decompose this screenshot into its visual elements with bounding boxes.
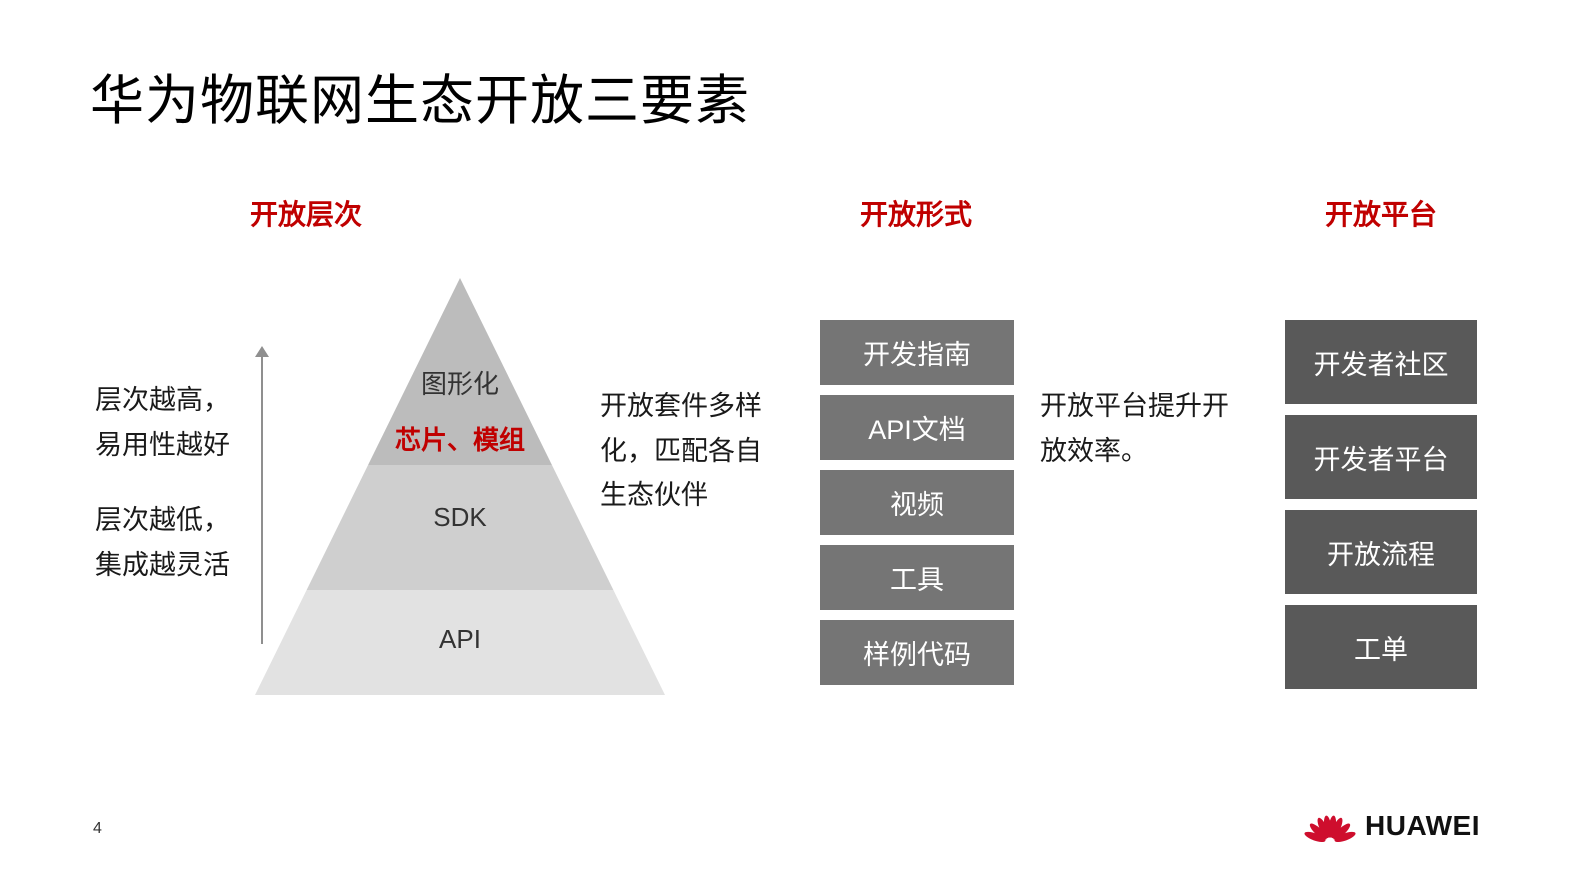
list-item-developer-platform: 开发者平台 [1285,415,1477,499]
list-item-work-order: 工单 [1285,605,1477,689]
column-header-open-forms: 开放形式 [860,199,973,230]
list-item-video: 视频 [820,470,1014,535]
arrow-shaft [261,355,263,644]
list-item-sample-code: 样例代码 [820,620,1014,685]
pyramid-layer-sdk: SDK [433,502,487,532]
pyramid-layer-chip-module: 芯片、模组 [394,425,525,455]
list-item-open-process: 开放流程 [1285,510,1477,594]
column-header-open-platform: 开放平台 [1325,199,1438,230]
note-open-kits: 开放套件多样化，匹配各自生态伙伴 [600,391,762,511]
list-item-developer-community: 开发者社区 [1285,320,1477,404]
pyramid-layer-api: API [439,624,481,654]
page-title: 华为物联网生态开放三要素 [90,71,750,131]
huawei-logo: HUAWEI [1303,806,1480,846]
open-forms-list: 开发指南 API文档 视频 工具 样例代码 [820,320,1014,685]
note-platform-efficiency: 开放平台提升开放效率。 [1040,391,1229,466]
open-platform-list: 开发者社区 开发者平台 开放流程 工单 [1285,320,1477,689]
list-item-tools: 工具 [820,545,1014,610]
pyramid-layer-graphical: 图形化 [420,369,499,399]
page-number: 4 [93,820,102,837]
note-lower-level: 层次越低， 集成越灵活 [95,505,230,580]
up-arrow-icon [254,346,270,646]
pyramid-band-bottom [255,590,665,695]
list-item-api-docs: API文档 [820,395,1014,460]
note-higher-level: 层次越高， 易用性越好 [95,385,230,460]
arrow-head [255,346,269,357]
list-item-dev-guide: 开发指南 [820,320,1014,385]
huawei-flower-icon [1304,815,1356,843]
huawei-logo-text: HUAWEI [1365,810,1480,841]
column-header-open-levels: 开放层次 [250,199,363,230]
